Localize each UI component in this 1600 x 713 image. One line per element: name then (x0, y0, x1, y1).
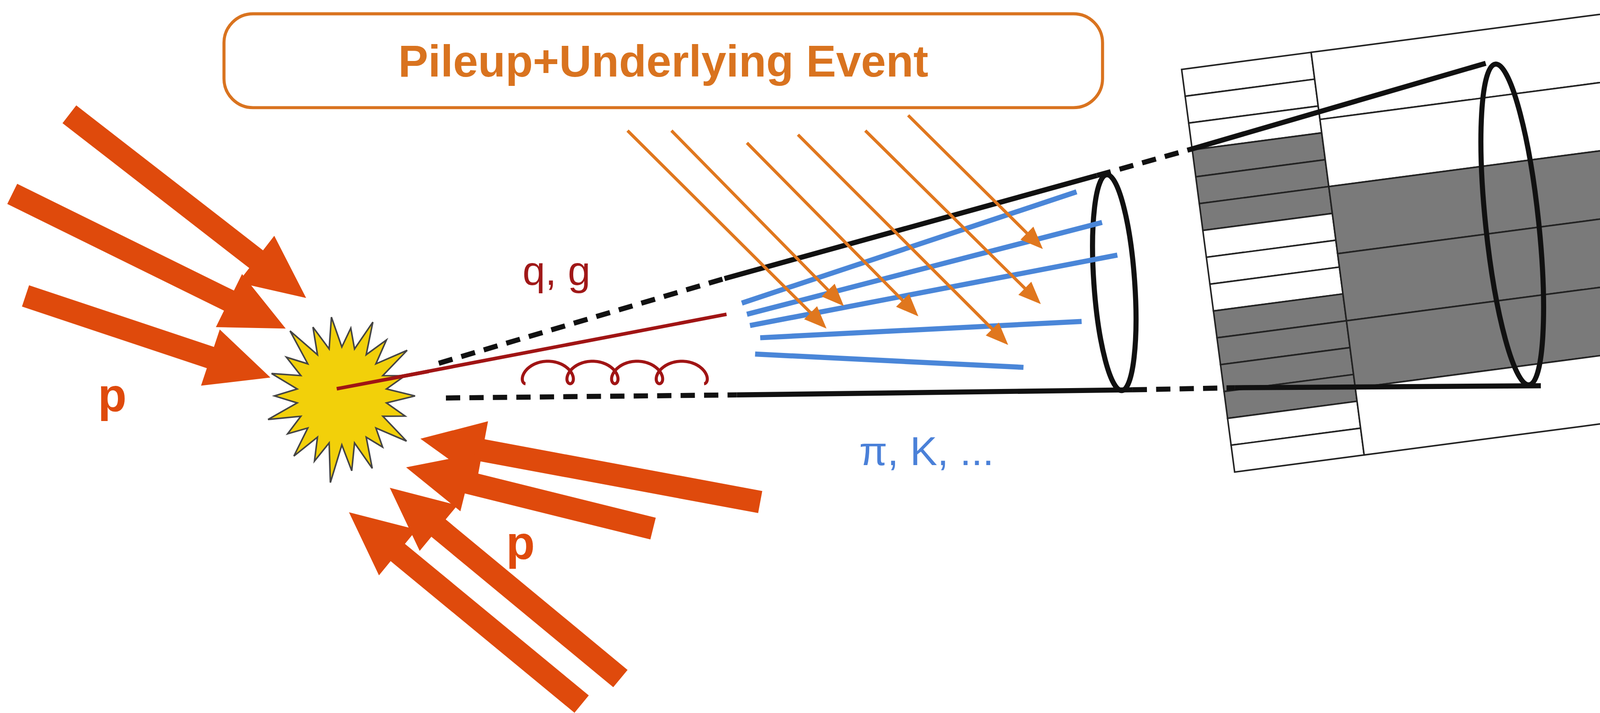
proton-arrow (420, 421, 763, 514)
proton-arrow (21, 285, 271, 386)
jet-cone (336, 61, 1556, 398)
proton-label: p (97, 367, 127, 423)
cone-ellipse (1086, 173, 1143, 392)
pileup-arrow (626, 129, 827, 329)
cone-dashed (445, 394, 737, 398)
parton-line (336, 314, 727, 389)
hadron-label: π, K, ... (858, 428, 994, 475)
cone-dashed (1132, 387, 1235, 390)
cone-edge (1191, 63, 1486, 150)
proton-label: p (506, 515, 535, 571)
cone-edge (724, 175, 1098, 279)
title-text: Pileup+Underlying Event (398, 35, 929, 87)
pileup-arrow (907, 114, 1043, 250)
proton-arrows (7, 105, 762, 713)
cone-edge (1234, 385, 1541, 389)
title-box: Pileup+Underlying Event (222, 12, 1105, 110)
pileup-arrow (864, 129, 1042, 304)
cone-dashed (1097, 149, 1192, 176)
collision-starburst (267, 317, 415, 483)
pileup-arrows (626, 114, 1044, 345)
calo-cell (1355, 346, 1600, 455)
gluon-curl (522, 361, 708, 384)
parton-label: q, g (522, 247, 591, 294)
cone-edge (736, 389, 1133, 395)
cone-ellipse (1469, 61, 1556, 388)
hadron-track (760, 321, 1082, 338)
parton-line (336, 371, 429, 389)
calorimeter-grid (1181, 10, 1600, 472)
hadron-track (755, 354, 1024, 368)
proton-arrow (348, 512, 589, 713)
calo-cell (1231, 428, 1365, 473)
